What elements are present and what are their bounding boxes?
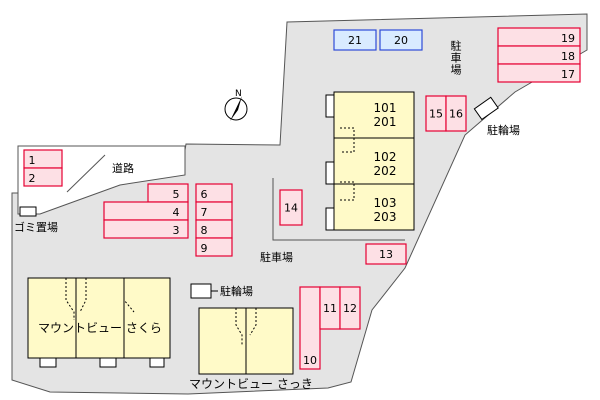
parking-space-number: 19 (561, 32, 575, 45)
garbage-box-icon (19, 206, 37, 217)
parking-space-number: 18 (561, 50, 575, 63)
parking-space-number: 17 (561, 68, 575, 81)
parking-space-18: 18 (497, 45, 581, 65)
unit-101: 101 (374, 101, 397, 115)
parking-space-19: 19 (497, 27, 581, 47)
parking-space-number: 9 (201, 242, 208, 255)
building-central (333, 91, 415, 231)
unit-203: 203 (374, 210, 397, 224)
parking-space-number: 14 (284, 202, 298, 215)
label-parking-north: 駐車場 (449, 40, 462, 76)
label-parking-center: 駐車場 (260, 251, 293, 264)
parking-space-7: 7 (195, 201, 233, 221)
parking-space-2: 2 (23, 167, 63, 187)
parking-space-number: 16 (449, 108, 463, 121)
stair-outline (249, 308, 257, 336)
entrance-step (325, 161, 335, 185)
parking-space-5: 5 (147, 183, 189, 203)
unit-103: 103 (374, 196, 397, 210)
parking-space-number: 13 (379, 248, 393, 261)
stair-outline (340, 127, 355, 153)
parking-space-number: 4 (173, 206, 180, 219)
parking-space-number: 12 (343, 302, 357, 315)
parking-space-number: 8 (201, 224, 208, 237)
entrance-step (149, 357, 165, 368)
parking-space-21: 21 (333, 29, 377, 51)
unit-dividers (334, 137, 414, 185)
parking-space-6: 6 (195, 183, 233, 203)
parking-space-3: 3 (103, 219, 189, 239)
parking-space-10: 10 (299, 286, 321, 370)
label-building-satsuki: マウントビュー さっき (189, 377, 313, 391)
label-road: 道路 (112, 162, 134, 175)
unit-102: 102 (374, 150, 397, 164)
parking-space-number: 21 (348, 34, 362, 47)
parking-space-number: 7 (201, 206, 208, 219)
stair-outline (123, 278, 135, 313)
parking-space-number: 2 (29, 172, 36, 185)
entrance-step (325, 207, 335, 231)
entrance-step (39, 357, 57, 368)
lane-line (272, 178, 405, 241)
parking-space-number: 5 (173, 188, 180, 201)
parking-space-number: 15 (429, 108, 443, 121)
label-garbage: ゴミ置場 (14, 221, 58, 234)
road-edge (66, 154, 106, 193)
bike-rack-ne-icon (473, 96, 499, 121)
parking-space-number: 1 (29, 154, 36, 167)
parking-space-1: 1 (23, 149, 63, 169)
unit-201: 201 (374, 115, 397, 129)
stair-outline (235, 308, 243, 345)
parking-space-13: 13 (365, 243, 407, 265)
parking-space-16: 16 (445, 95, 467, 132)
label-bike-parking-ne: 駐輪場 (487, 124, 520, 137)
north-label: N (235, 89, 242, 99)
parking-space-17: 17 (497, 63, 581, 83)
parking-space-number: 11 (323, 302, 337, 315)
stair-outline (79, 278, 87, 313)
parking-space-11: 11 (319, 286, 341, 330)
north-compass-icon (224, 96, 248, 121)
parking-space-number: 6 (201, 188, 208, 201)
label-building-sakura: マウントビュー さくら (38, 321, 162, 335)
building-sakura (27, 277, 171, 359)
parking-space-20: 20 (379, 29, 423, 51)
parking-space-15: 15 (425, 95, 447, 132)
bike-rack-center-icon (190, 283, 212, 299)
entrance-step (99, 357, 117, 368)
parking-space-8: 8 (195, 219, 233, 239)
parking-space-4: 4 (103, 201, 189, 221)
parking-space-12: 12 (339, 286, 361, 330)
entrance-step (325, 94, 335, 118)
label-bike-parking-center: 駐輪場 (220, 285, 253, 298)
parking-space-number: 10 (303, 354, 317, 367)
parking-space-number: 3 (173, 224, 180, 237)
stair-outline (65, 278, 75, 320)
parking-space-14: 14 (279, 189, 303, 226)
unit-202: 202 (374, 164, 397, 178)
parking-space-9: 9 (195, 237, 233, 257)
parking-space-number: 20 (394, 34, 408, 47)
